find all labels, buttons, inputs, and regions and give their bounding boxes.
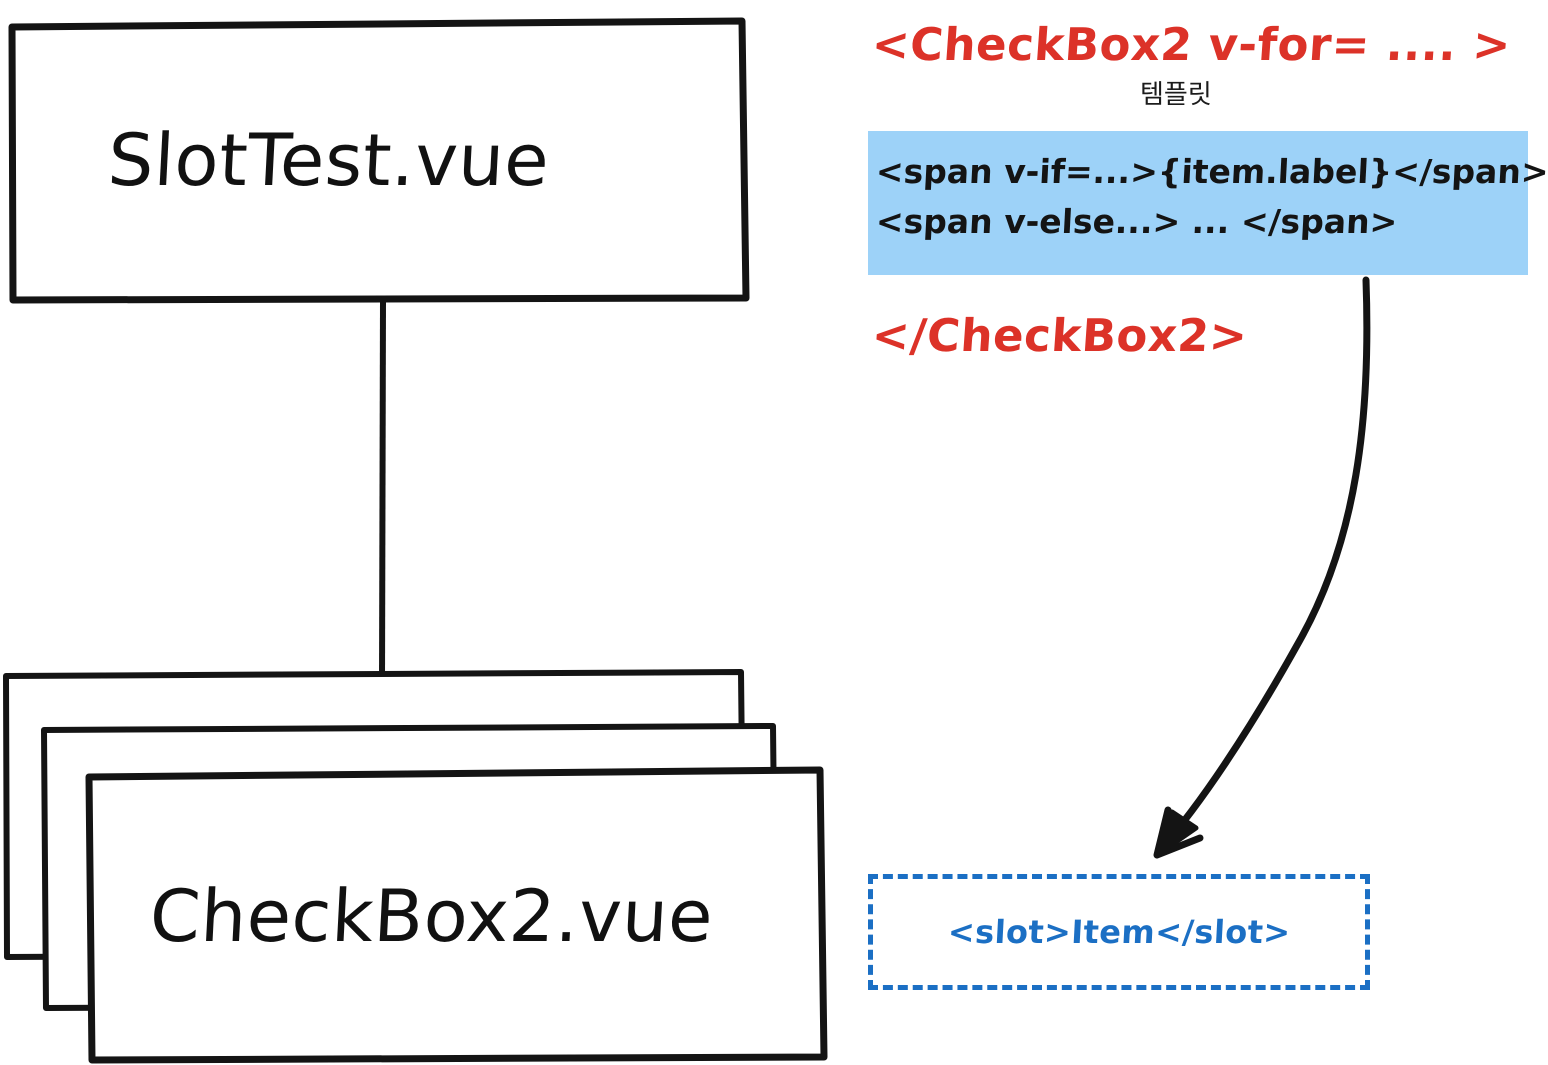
template-code-highlight: <span v-if=...>{item.label}</span> <span…: [868, 131, 1548, 275]
parent-child-connector: [379, 297, 386, 687]
checkbox2-box-front: [85, 766, 828, 1064]
template-to-slot-arrow: [1153, 276, 1371, 859]
slottest-box: [8, 17, 750, 304]
checkbox2-close-tag: </CheckBox2>: [870, 309, 1250, 362]
checkbox2-box-label: CheckBox2.vue: [147, 874, 716, 958]
checkbox2-open-tag: <CheckBox2 v-for= .... >: [870, 18, 1513, 71]
slot-outlet-label: <slot>Item</slot>: [946, 913, 1292, 951]
template-caption: 템플릿: [1140, 80, 1212, 110]
code-line-v-if: <span v-if=...>{item.label}</span>: [875, 152, 1548, 191]
code-line-v-else: <span v-else...> ... </span>: [875, 202, 1399, 241]
slot-outlet-box: <slot>Item</slot>: [868, 874, 1370, 990]
slottest-box-label: SlotTest.vue: [105, 118, 552, 202]
